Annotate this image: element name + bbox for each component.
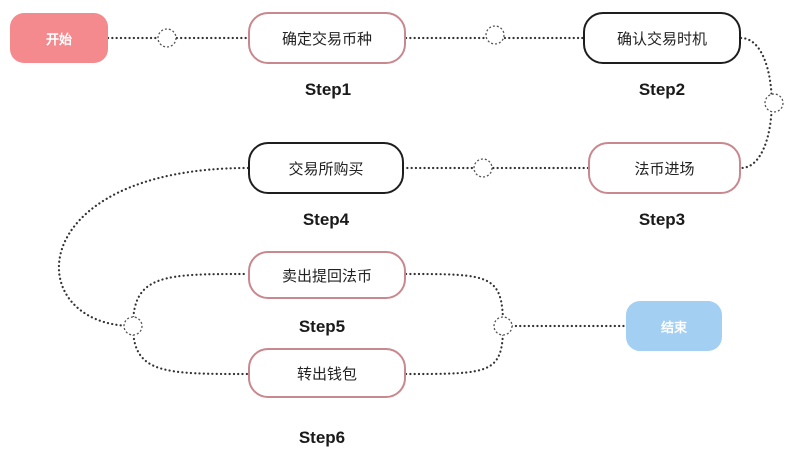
step3-node: 法币进场 <box>588 142 741 194</box>
junction-circle <box>123 316 143 336</box>
connector-step6-to-merge <box>404 324 505 376</box>
junction-circle <box>157 28 177 48</box>
connector-split-to-step6 <box>131 324 250 376</box>
connector-split-to-step5 <box>131 272 250 328</box>
connector-step5-to-merge <box>404 272 505 328</box>
junction-circle <box>485 25 505 45</box>
step5-node: 卖出提回法币 <box>248 251 406 299</box>
junction-circle <box>493 316 513 336</box>
junction-circle <box>764 93 784 113</box>
step6-label: Step6 <box>298 428 346 447</box>
step3-label: Step3 <box>638 210 686 229</box>
step4-node: 交易所购买 <box>248 142 404 194</box>
end-node: 结束 <box>626 301 722 351</box>
step1-label: Step1 <box>304 80 352 99</box>
step5-label: Step5 <box>298 317 346 336</box>
junction-circle <box>473 158 493 178</box>
step2-label: Step2 <box>638 80 686 99</box>
step4-label: Step4 <box>302 210 350 229</box>
step6-node: 转出钱包 <box>248 348 406 398</box>
connector-step4-to-split <box>58 166 250 328</box>
step1-node: 确定交易币种 <box>248 12 406 64</box>
step2-node: 确认交易时机 <box>583 12 741 64</box>
start-node: 开始 <box>10 13 108 63</box>
